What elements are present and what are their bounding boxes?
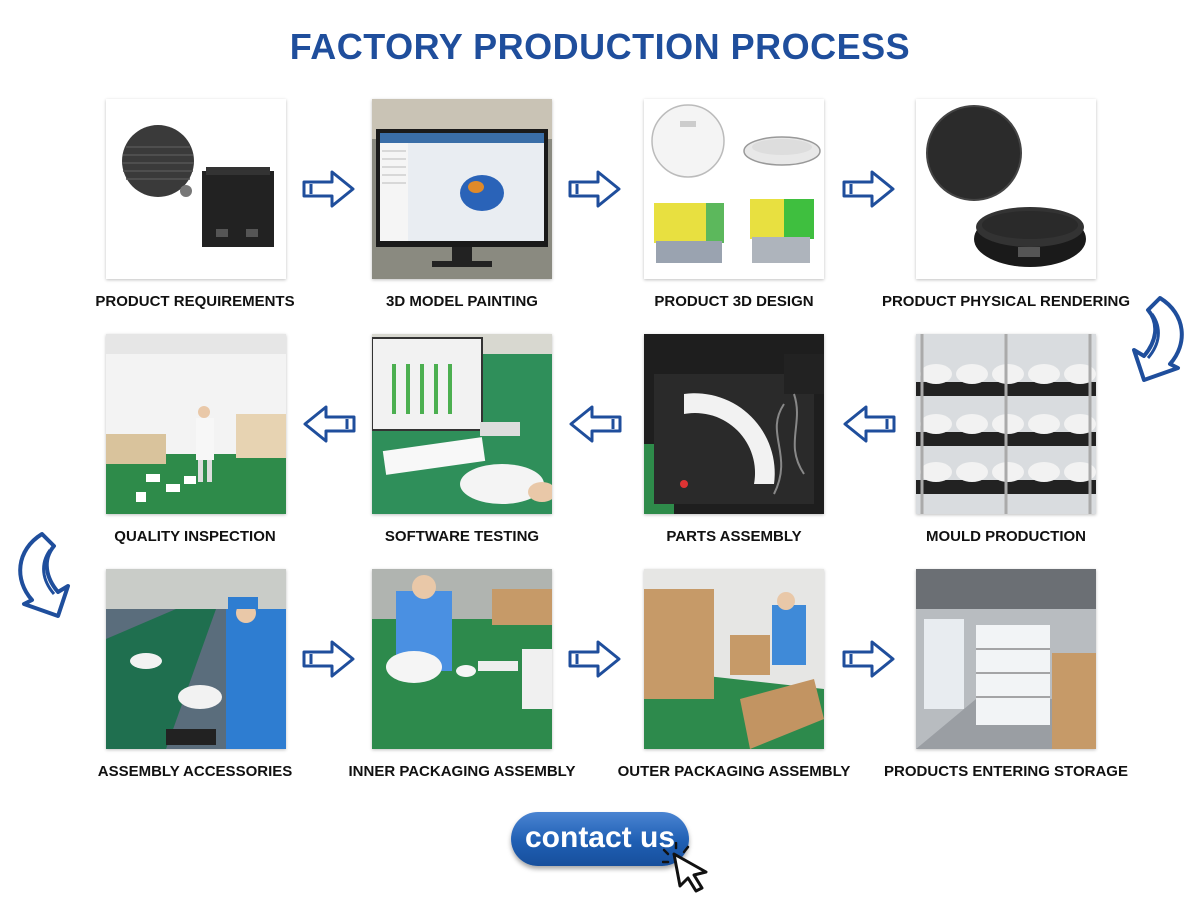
product-3d-design-image [644, 99, 824, 279]
step-label: INNER PACKAGING ASSEMBLY [348, 763, 576, 780]
arrow-left-icon [843, 405, 896, 443]
step-label: PRODUCT REQUIREMENTS [95, 293, 295, 310]
inner-packaging-assembly-image [372, 569, 552, 749]
curved-arrow-down-left-icon [1132, 296, 1184, 382]
product-requirements-image [106, 99, 286, 279]
step-label: QUALITY INSPECTION [114, 528, 276, 545]
arrow-right-icon [568, 170, 621, 208]
step-label: SOFTWARE TESTING [384, 528, 540, 545]
contact-us-button[interactable]: contact us [511, 812, 689, 866]
arrow-right-icon [568, 640, 621, 678]
parts-assembly-image [644, 334, 824, 514]
arrow-left-icon [569, 405, 622, 443]
step-label: MOULD PRODUCTION [926, 528, 1086, 545]
step-label: PRODUCTS ENTERING STORAGE [884, 763, 1128, 780]
assembly-accessories-image [106, 569, 286, 749]
pointer-cursor-icon [662, 842, 708, 893]
step-label: PRODUCT 3D DESIGN [654, 293, 814, 310]
outer-packaging-assembly-image [644, 569, 824, 749]
3d-model-painting-image [372, 99, 552, 279]
products-entering-storage-image [916, 569, 1096, 749]
curved-arrow-down-right-icon [18, 532, 70, 618]
arrow-left-icon [303, 405, 356, 443]
step-label: PARTS ASSEMBLY [666, 528, 802, 545]
arrow-right-icon [842, 170, 895, 208]
arrow-right-icon [302, 170, 355, 208]
arrow-right-icon [302, 640, 355, 678]
software-testing-image [372, 334, 552, 514]
quality-inspection-image [106, 334, 286, 514]
step-label: PRODUCT PHYSICAL RENDERING [881, 293, 1131, 310]
step-label: ASSEMBLY ACCESSORIES [97, 763, 293, 780]
page-title: FACTORY PRODUCTION PROCESS [289, 26, 911, 67]
arrow-right-icon [842, 640, 895, 678]
step-label: OUTER PACKAGING ASSEMBLY [617, 763, 851, 780]
step-label: 3D MODEL PAINTING [386, 293, 538, 310]
mould-production-image [916, 334, 1096, 514]
product-physical-rendering-image [916, 99, 1096, 279]
